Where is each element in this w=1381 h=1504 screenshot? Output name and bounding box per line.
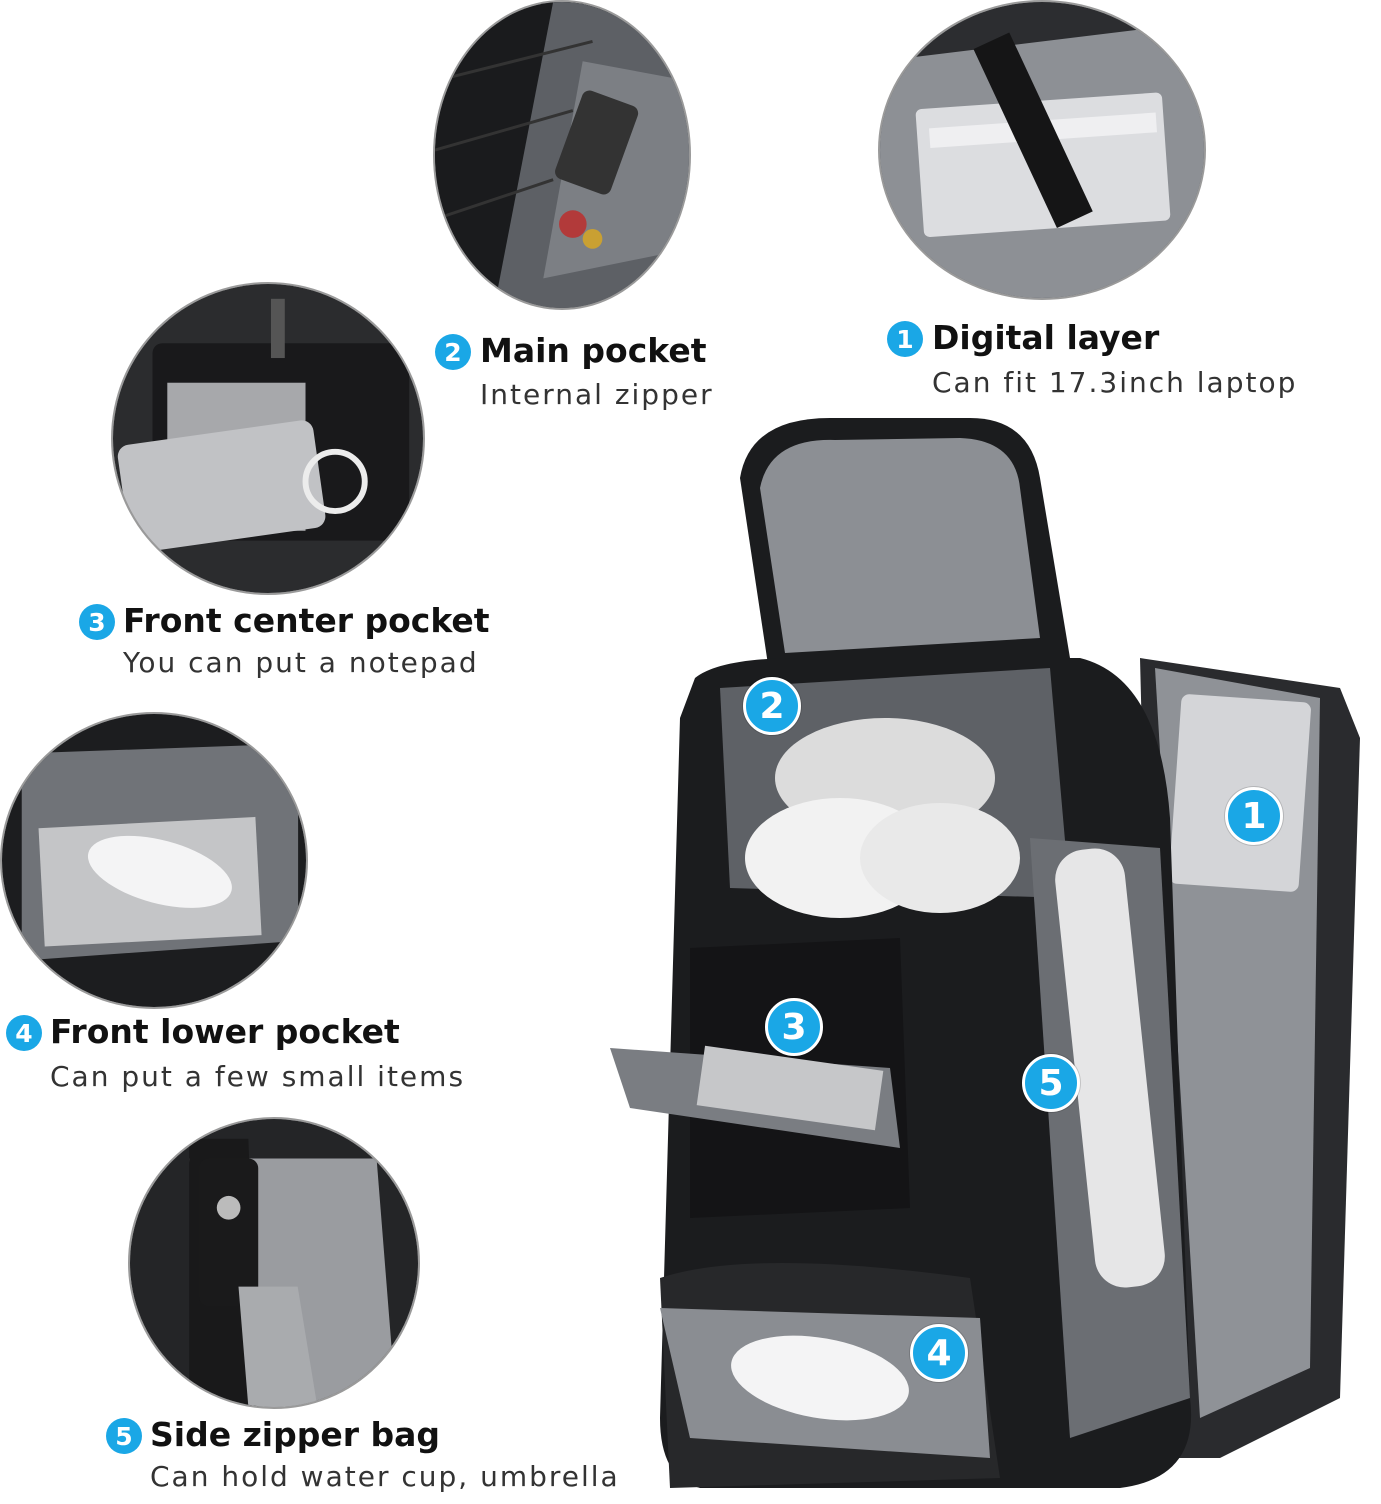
feature-title-front-lower-pocket: Front lower pocket (50, 1012, 400, 1051)
side-zipper-bag-detail-image (128, 1117, 420, 1409)
feature-subtitle-main-pocket: Internal zipper (480, 378, 714, 411)
feature-badge-4: 4 (6, 1015, 42, 1051)
feature-subtitle-front-center-pocket: You can put a notepad (123, 646, 479, 679)
feature-title-side-zipper-bag: Side zipper bag (150, 1415, 440, 1454)
feature-badge-3: 3 (79, 604, 115, 640)
feature-subtitle-side-zipper-bag: Can hold water cup, umbrella (150, 1460, 620, 1493)
front-center-pocket-detail-image (111, 282, 425, 595)
main-pocket-detail-image (433, 0, 691, 310)
callout-badge-4: 4 (910, 1324, 968, 1382)
digital-layer-detail-image (878, 0, 1206, 300)
feature-title-front-center-pocket: Front center pocket (123, 601, 490, 640)
feature-title-digital-layer: Digital layer (932, 318, 1160, 357)
callout-badge-3: 3 (765, 998, 823, 1056)
backpack-product-image (600, 418, 1381, 1500)
callout-badge-1: 1 (1225, 787, 1283, 845)
feature-subtitle-front-lower-pocket: Can put a few small items (50, 1060, 466, 1093)
callout-badge-2: 2 (743, 677, 801, 735)
front-lower-pocket-detail-image (0, 712, 308, 1009)
callout-badge-5: 5 (1022, 1054, 1080, 1112)
feature-title-main-pocket: Main pocket (480, 331, 707, 370)
feature-badge-5: 5 (106, 1418, 142, 1454)
feature-badge-1: 1 (887, 321, 923, 357)
feature-subtitle-digital-layer: Can fit 17.3inch laptop (932, 366, 1298, 399)
feature-badge-2: 2 (435, 334, 471, 370)
